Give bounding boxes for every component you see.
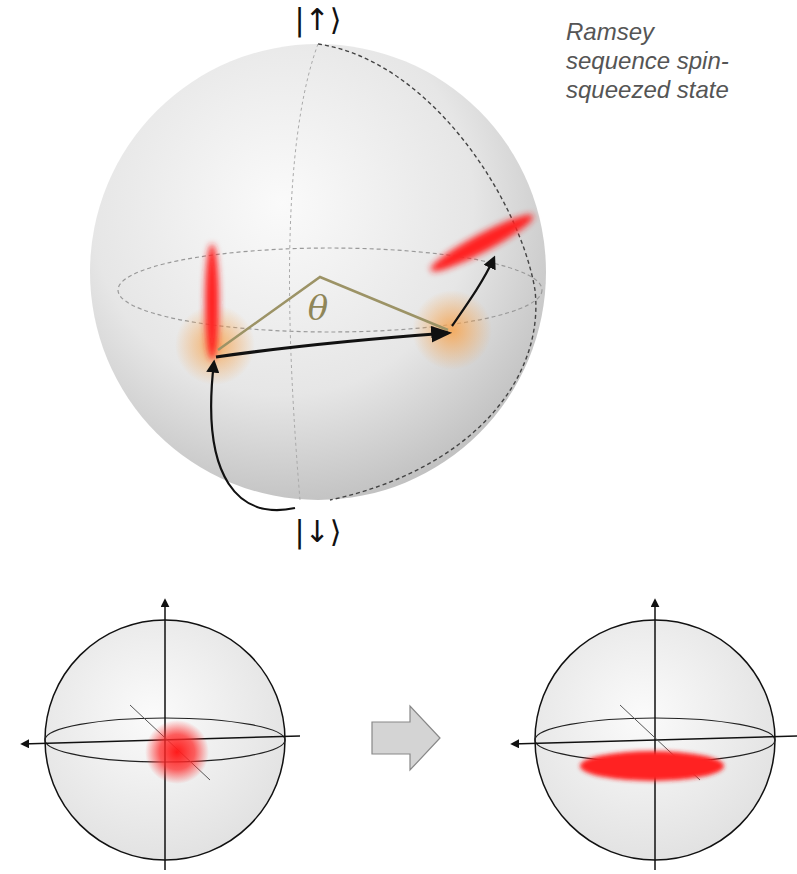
bloch-sphere — [90, 44, 546, 500]
pulse-arrow — [211, 362, 295, 510]
state-label: |↑⟩ — [295, 2, 342, 38]
squeezed-state — [205, 244, 219, 360]
squeezed-state — [427, 208, 538, 278]
axis — [654, 600, 656, 870]
pulse-arrow — [452, 258, 494, 326]
coherent-state — [412, 290, 492, 370]
squeezed-state — [580, 751, 724, 781]
meridian — [318, 44, 536, 500]
meridian-back — [290, 44, 318, 500]
precession-arrow — [216, 333, 448, 357]
coherent-state — [145, 720, 209, 784]
state-label: |↓⟩ — [295, 514, 342, 550]
transform-arrow — [372, 706, 440, 770]
angle-label: θ — [308, 288, 328, 329]
angle-bracket — [218, 277, 448, 350]
annotation: Ramsey sequence spin-squeezed state — [566, 18, 751, 104]
